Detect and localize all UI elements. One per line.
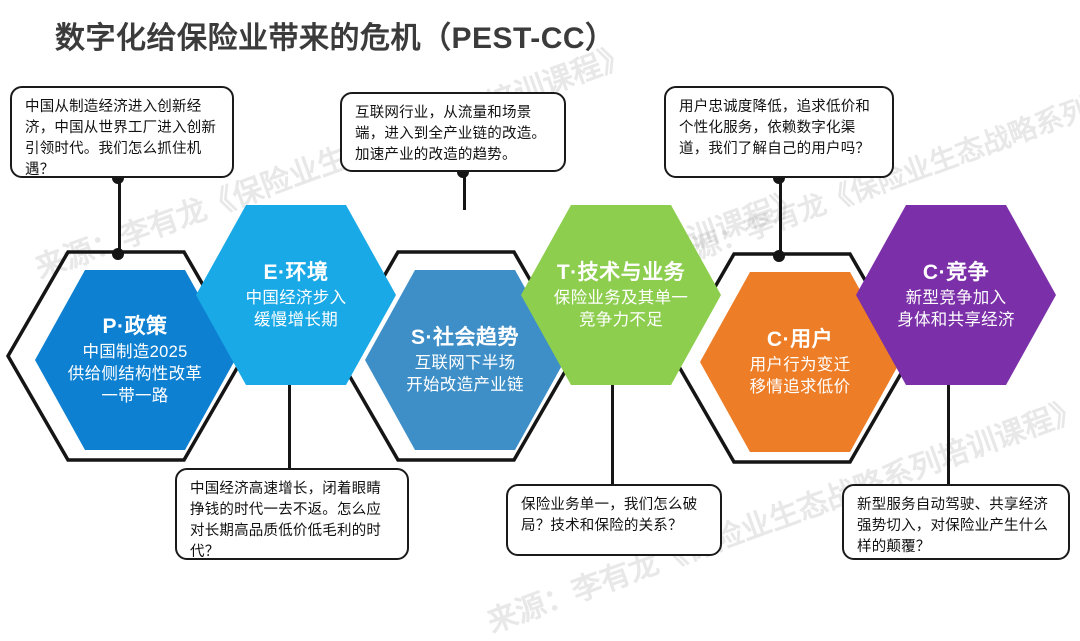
page-title: 数字化给保险业带来的危机（PEST-CC）	[55, 22, 616, 55]
hexagon-title: E·环境	[263, 260, 329, 284]
hexagon-subtitle-line: 保险业务及其单一	[553, 288, 689, 307]
hexagon-subtitle-line: 缓慢增长期	[254, 310, 338, 329]
callout-technology-note[interactable]: 保险业务单一，我们怎么破局？技术和保险的关系？	[506, 484, 722, 556]
connector-customer	[779, 178, 782, 256]
hexagon-subtitle-line: 身体和共享经济	[897, 310, 1015, 329]
hexagon-subtitle-line: 移情追求低价	[749, 377, 851, 396]
hexagon-title: P·政策	[102, 314, 168, 338]
hexagon-subtitle-line: 一带一路	[101, 386, 169, 405]
hexagon-subtitle-line: 竞争力不足	[579, 310, 663, 329]
hexagon-subtitle-line: 互联网下半场	[414, 353, 516, 372]
hexagon-title: C·竞争	[922, 260, 990, 284]
callout-competition-note[interactable]: 新型服务自动驾驶、共享经济强势切入，对保险业产生什么样的颠覆？	[842, 484, 1070, 560]
hexagon-subtitle-line: 用户行为变迁	[749, 355, 851, 374]
hexagon-title: S·社会趋势	[411, 325, 519, 349]
connector-social-note	[288, 358, 291, 478]
callout-policy-note[interactable]: 中国从制造经济进入创新经济，中国从世界工厂进入创新引领时代。我们怎么抓住机遇？	[10, 86, 234, 178]
hexagon-title: C·用户	[766, 327, 834, 351]
hexagon-subtitle-line: 开始改造产业链	[406, 375, 524, 394]
connector-competition-note	[947, 358, 950, 492]
hexagon-subtitle-line: 新型竞争加入	[905, 288, 1007, 307]
hexagon-subtitle-line: 中国制造2025	[82, 342, 188, 361]
connector-environment	[463, 172, 466, 210]
slide-canvas: 数字化给保险业带来的危机（PEST-CC） 来源：李有龙《保险业生态战略系列培训…	[5, 22, 1080, 640]
hexagon-subtitle-line: 中国经济步入	[245, 288, 347, 307]
connector-technology-note	[611, 358, 614, 492]
hexagon-title: T·技术与业务	[556, 260, 686, 284]
callout-social-note[interactable]: 中国经济高速增长，闭着眼睛挣钱的时代一去不返。怎么应对长期高品质低价低毛利的时代…	[175, 468, 409, 560]
connector-policy	[118, 178, 121, 254]
callout-environment-note[interactable]: 互联网行业，从流量和场景端，进入到全产业链的改造。加速产业的改造的趋势。	[340, 92, 566, 172]
hexagon-subtitle-line: 供给侧结构性改革	[67, 364, 203, 383]
callout-customer-note[interactable]: 用户忠诚度降低，追求低价和个性化服务，依赖数字化渠道，我们了解自己的用户吗？	[664, 86, 894, 178]
